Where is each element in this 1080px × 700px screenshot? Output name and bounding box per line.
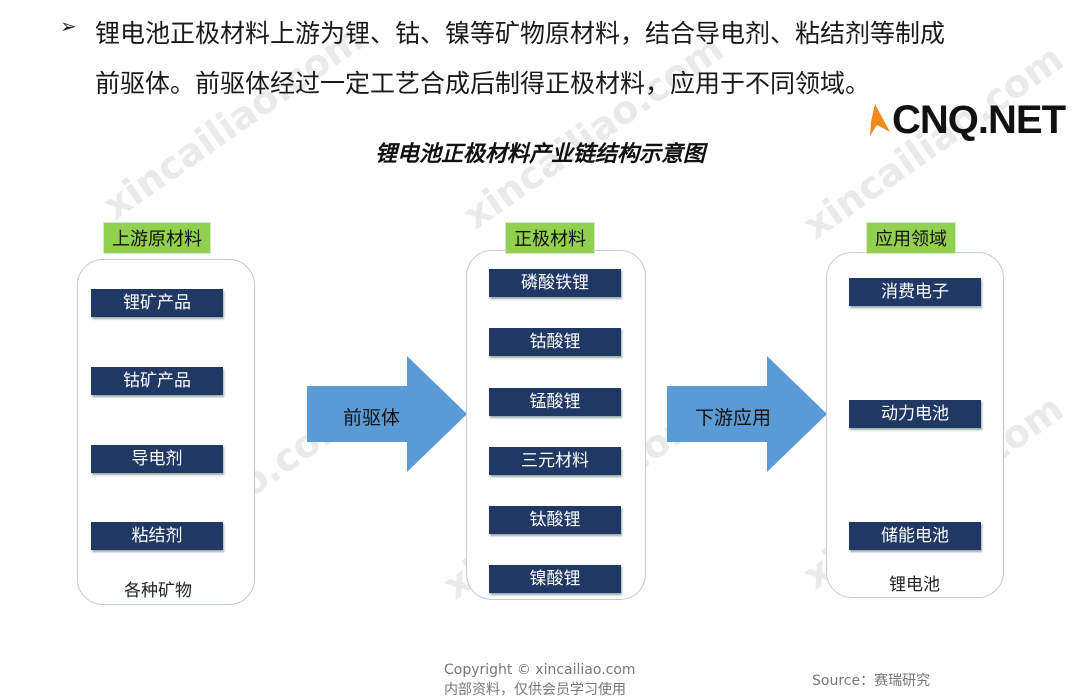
cathode-item: 钴酸锂 <box>489 328 621 356</box>
cathode-item: 三元材料 <box>489 447 621 475</box>
application-item: 储能电池 <box>849 522 981 550</box>
precursor-label: 前驱体 <box>343 407 401 429</box>
cathode-item: 锰酸锂 <box>489 388 621 416</box>
cathode-panel <box>466 250 646 600</box>
bullet-icon: ➢ <box>60 14 77 38</box>
upstream-item: 导电剂 <box>91 445 223 473</box>
copyright: Copyright © xincailiao.com <box>444 662 636 678</box>
watermark: xincailiao.com <box>455 26 732 238</box>
upstream-item: 锂矿产品 <box>91 289 223 317</box>
cathode-item: 钛酸锂 <box>489 506 621 534</box>
internal-note: 内部资料，仅供会员学习使用 <box>444 682 626 698</box>
logo-text: CNQ.NET <box>892 98 1066 142</box>
logo-arrow-icon <box>870 104 890 136</box>
precursor-arrow-icon <box>307 356 467 472</box>
upstream-item: 粘结剂 <box>91 522 223 550</box>
downstream-arrow-icon <box>667 356 827 472</box>
upstream-caption: 各种矿物 <box>124 581 192 601</box>
intro-line-1: 锂电池正极材料上游为锂、钴、镍等矿物原材料，结合导电剂、粘结剂等制成 <box>95 19 946 48</box>
application-tag: 应用领域 <box>866 222 956 254</box>
cathode-item: 磷酸铁锂 <box>489 269 621 297</box>
source: Source：赛瑞研究 <box>812 673 931 689</box>
upstream-item: 钴矿产品 <box>91 367 223 395</box>
application-item: 动力电池 <box>849 400 981 428</box>
application-caption: 锂电池 <box>889 575 940 595</box>
cnq-logo: CNQ.NET <box>860 98 1078 146</box>
downstream-label: 下游应用 <box>695 407 772 429</box>
upstream-tag: 上游原材料 <box>103 222 211 254</box>
cathode-tag: 正极材料 <box>505 222 595 254</box>
diagram-title: 锂电池正极材料产业链结构示意图 <box>374 142 705 167</box>
intro-line-2: 前驱体。前驱体经过一定工艺合成后制得正极材料，应用于不同领域。 <box>95 69 871 98</box>
application-item: 消费电子 <box>849 278 981 306</box>
cathode-item: 镍酸锂 <box>489 565 621 593</box>
